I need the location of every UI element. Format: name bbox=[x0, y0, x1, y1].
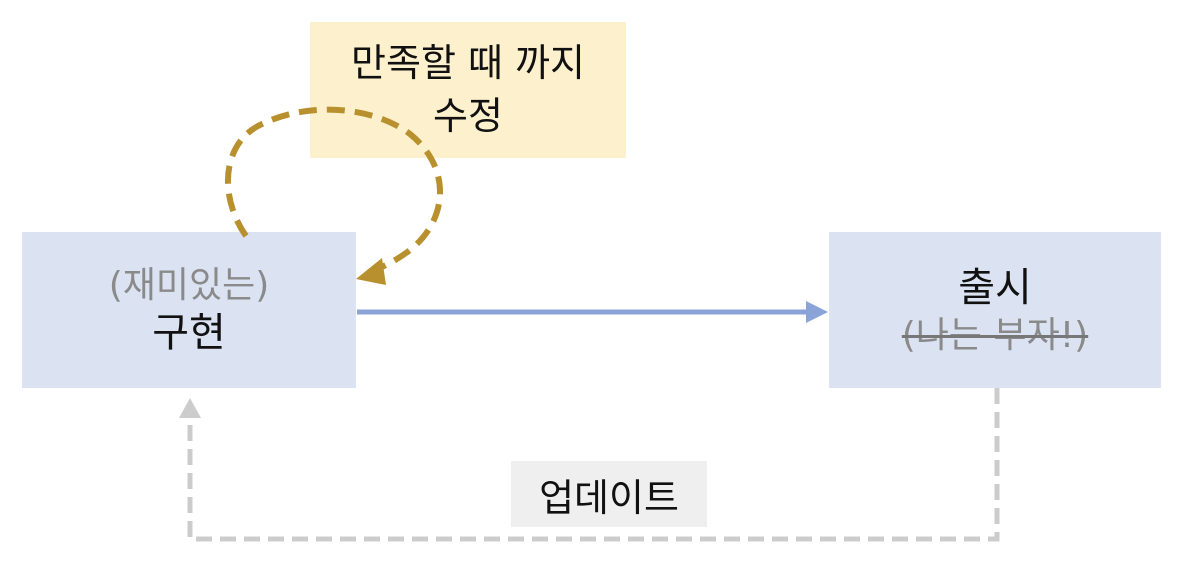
loop-note-line1: 만족할 때 까지 bbox=[351, 40, 585, 85]
loop-note: 만족할 때 까지 수정 bbox=[310, 22, 626, 158]
loop-note-line2: 수정 bbox=[433, 94, 503, 138]
loop-arrow-head bbox=[356, 258, 386, 285]
release-strike-label: (나는 부자!) bbox=[901, 314, 1089, 356]
main-arrow-head bbox=[806, 301, 828, 323]
update-arrow-head bbox=[179, 398, 201, 418]
implementation-label: 구현 bbox=[152, 309, 226, 356]
loop-arrow bbox=[225, 106, 443, 277]
implementation-box: (재미있는) 구현 bbox=[22, 232, 356, 388]
release-box: 출시 (나는 부자!) bbox=[829, 232, 1161, 388]
update-label-text: 업데이트 bbox=[539, 475, 679, 520]
release-label: 출시 bbox=[958, 264, 1032, 311]
implementation-sub-label: (재미있는) bbox=[108, 264, 270, 306]
update-arrow bbox=[187, 388, 1000, 542]
update-label: 업데이트 bbox=[511, 461, 707, 527]
